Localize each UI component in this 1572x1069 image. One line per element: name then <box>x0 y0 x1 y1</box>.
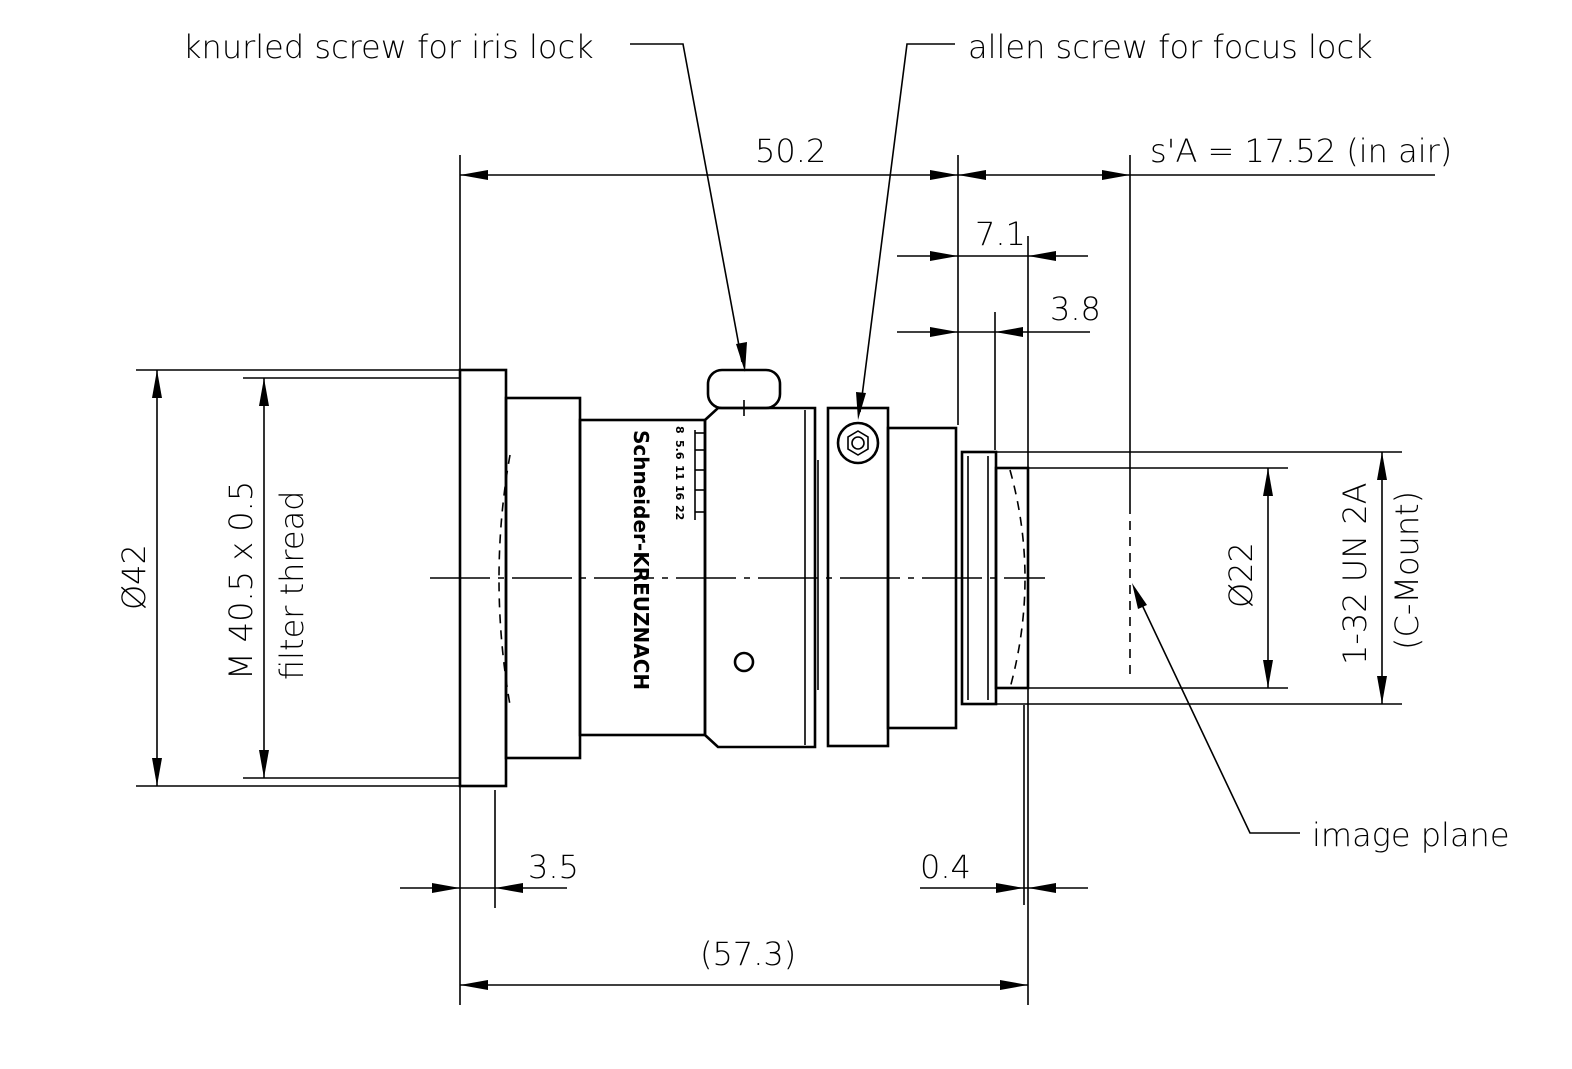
image-plane-label: image plane <box>1312 816 1510 854</box>
dim-filter-arrow-top <box>259 378 269 406</box>
brand-text: Schneider-KREUZNACH <box>629 430 653 690</box>
iris-pin-hole <box>733 651 755 673</box>
allen-hex <box>847 430 869 456</box>
dim-3-8-arrow-left <box>930 327 958 337</box>
dim-3-8-arrow-right <box>995 327 1023 337</box>
dim-rear-diameter: Ø22 <box>1222 542 1260 608</box>
iris-lock-label: knurled screw for iris lock <box>183 28 594 66</box>
dim-22-arrow-top <box>1263 468 1273 496</box>
rear-element-curve <box>1009 469 1026 689</box>
rear-body <box>886 426 958 730</box>
dim-50-2-arrow-right <box>930 170 958 180</box>
dim-7-1-arrow-left <box>930 251 958 261</box>
aperture-22: 22 <box>673 505 686 520</box>
image-plane-leader-arrow <box>1132 583 1147 609</box>
dim-3-8: 3.8 <box>1050 290 1101 328</box>
focus-lock-leader <box>859 43 955 413</box>
filter-thread-label: filter thread <box>273 491 311 681</box>
allen-screw-socket <box>851 436 865 450</box>
iris-lock-leader <box>630 43 743 363</box>
dim-3-5-arrow-right <box>495 883 523 893</box>
dim-0-4-arrow-right <box>1028 883 1056 893</box>
aperture-scale: 8 5.6 11 16 22 <box>673 426 705 520</box>
mount-type-label: (C-Mount) <box>1388 491 1426 650</box>
dim-mount-arrow-top <box>1377 452 1387 480</box>
dim-0-4: 0.4 <box>920 848 971 886</box>
dim-7-1: 7.1 <box>975 215 1026 253</box>
aperture-16: 16 <box>673 485 686 501</box>
focus-ring <box>826 406 890 748</box>
dim-57-3-arrow-right <box>1000 980 1028 990</box>
aperture-11: 11 <box>673 465 686 480</box>
dim-22-arrow-bottom <box>1263 660 1273 688</box>
iris-lock-leader-arrow <box>736 342 747 372</box>
dim-filter-arrow-bottom <box>259 750 269 778</box>
dim-flange-arrow-left <box>958 170 986 180</box>
flange-distance-label: s'A = 17.52 (in air) <box>1150 132 1452 170</box>
dim-50-2-arrow-left <box>460 170 488 180</box>
allen-screw <box>836 421 880 465</box>
filter-thread-size: M 40.5 x 0.5 <box>222 481 260 680</box>
dim-57-3-arrow-left <box>460 980 488 990</box>
dim-3-5-arrow-left <box>432 883 460 893</box>
dim-flange-arrow-right <box>1102 170 1130 180</box>
dim-50-2: 50.2 <box>755 132 826 170</box>
focus-lock-label: allen screw for focus lock <box>968 28 1373 66</box>
dim-42-arrow-top <box>152 370 162 398</box>
dim-total-length: (57.3) <box>700 935 796 973</box>
focus-lock-leader-arrow <box>856 392 866 420</box>
dim-42-arrow-bottom <box>152 758 162 786</box>
aperture-8: 8 <box>673 426 686 434</box>
aperture-5-6: 5.6 <box>673 440 686 460</box>
image-plane-leader <box>1134 589 1300 834</box>
dim-mount-arrow-bottom <box>1377 676 1387 704</box>
dim-0-4-arrow-left <box>996 883 1024 893</box>
dim-7-1-arrow-right <box>1028 251 1056 261</box>
dim-front-diameter: Ø42 <box>115 544 153 610</box>
front-element-curve <box>498 454 511 706</box>
dim-3-5: 3.5 <box>528 848 579 886</box>
mount-thread-label: 1-32 UN 2A <box>1336 482 1374 665</box>
